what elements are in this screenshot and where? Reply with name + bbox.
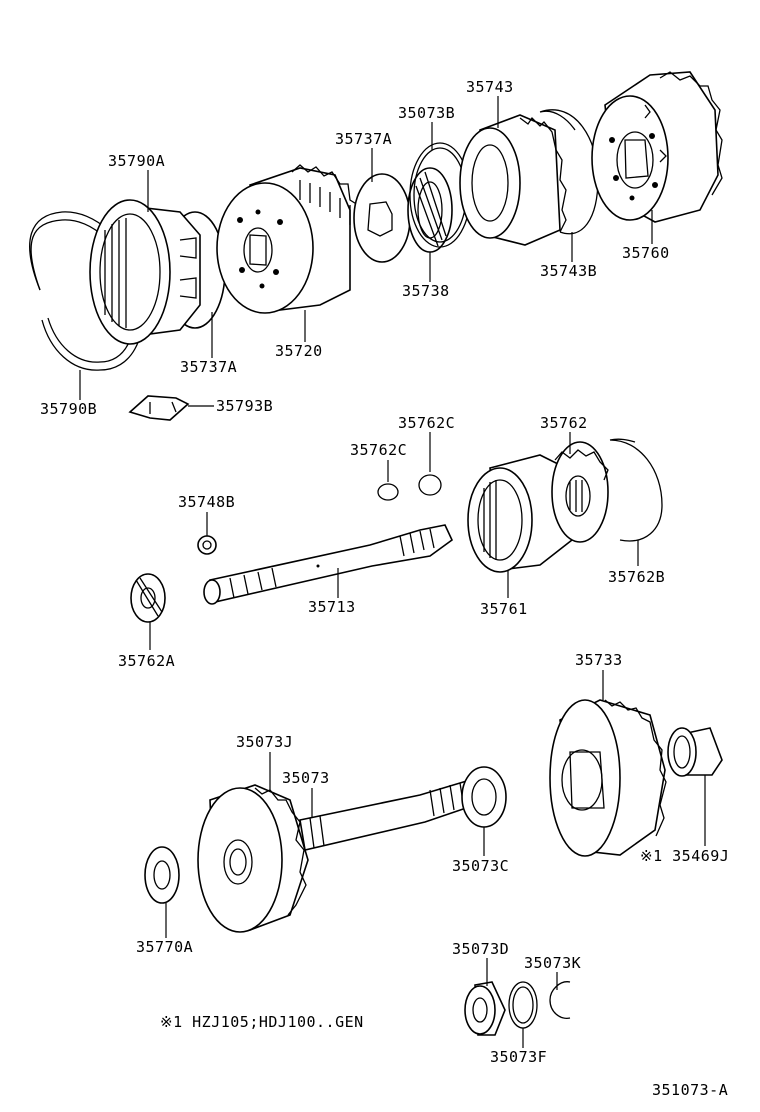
label-35738: 35738 — [402, 282, 450, 300]
label-35762C-1: 35762C — [350, 441, 407, 459]
label-35073D: 35073D — [452, 940, 509, 958]
ring-35073F — [508, 981, 538, 1029]
label-35737A-lower: 35737A — [180, 358, 237, 376]
label-35743B: 35743B — [540, 262, 597, 280]
bushing-35748B — [197, 535, 217, 555]
bearing-35073C — [461, 766, 507, 828]
clutch-drum-35720 — [216, 164, 359, 314]
label-35073C: 35073C — [452, 857, 509, 875]
clutch-hub-35743 — [459, 114, 567, 246]
drum-35760 — [591, 71, 723, 223]
ring-35762C-a — [377, 483, 399, 501]
label-35762: 35762 — [540, 414, 588, 432]
ring-gear-35761 — [467, 454, 573, 573]
label-35733: 35733 — [575, 651, 623, 669]
label-35760: 35760 — [622, 244, 670, 262]
label-35790A: 35790A — [108, 152, 165, 170]
label-35720: 35720 — [275, 342, 323, 360]
label-35713: 35713 — [308, 598, 356, 616]
label-35743: 35743 — [466, 78, 514, 96]
label-35762B: 35762B — [608, 568, 665, 586]
footnote: ※1 HZJ105;HDJ100..GEN — [160, 1013, 364, 1031]
bearing-35073D — [464, 981, 506, 1036]
shaft-35713 — [203, 524, 454, 605]
label-35761: 35761 — [480, 600, 528, 618]
label-35073: 35073 — [282, 769, 330, 787]
label-35793B: 35793B — [216, 397, 273, 415]
label-35770A: 35770A — [136, 938, 193, 956]
label-35073J: 35073J — [236, 733, 293, 751]
label-35790B: 35790B — [40, 400, 97, 418]
drum-gear-35733 — [549, 699, 667, 857]
ring-35762C-b — [418, 474, 442, 496]
label-35762A: 35762A — [118, 652, 175, 670]
sleeve-35469J — [667, 727, 723, 777]
label-35762C-2: 35762C — [398, 414, 455, 432]
clip-35793B — [128, 395, 190, 421]
label-35073B: 35073B — [398, 104, 455, 122]
output-shaft-35073 — [299, 778, 476, 851]
bearing-35762A — [130, 573, 166, 623]
washer-35770A — [144, 846, 180, 904]
drum-35790A — [89, 199, 226, 345]
label-35469J: ※1 35469J — [640, 847, 729, 865]
leader-lines — [79, 96, 706, 1048]
label-35073K: 35073K — [524, 954, 581, 972]
label-35737A-upper: 35737A — [335, 130, 392, 148]
label-35073F: 35073F — [490, 1048, 547, 1066]
snap-ring-35762B — [609, 438, 663, 542]
drum-35073J — [197, 784, 309, 933]
label-35748B: 35748B — [178, 493, 235, 511]
diagram-id: 351073-A — [652, 1081, 728, 1099]
thrust-washer-35737A — [353, 173, 411, 263]
snap-ring-35073K — [549, 981, 571, 1019]
sun-gear-35762 — [551, 441, 609, 543]
